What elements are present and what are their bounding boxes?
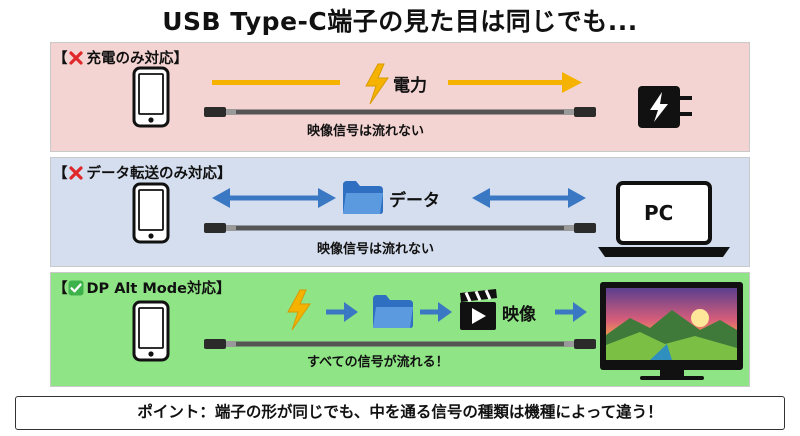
- signal-label-video: 映像: [502, 305, 536, 325]
- folder-icon: [373, 295, 413, 328]
- x-mark-icon: [68, 166, 83, 180]
- panel-label-data-only: 【データ転送のみ対応】: [53, 166, 232, 182]
- flow-arrow-2: [420, 302, 452, 322]
- flow-arrow-1: [326, 302, 358, 322]
- clapperboard-icon: [460, 289, 497, 330]
- page-title: USB Type-C端子の見た目は同じでも...: [162, 7, 638, 36]
- signal-label-data: データ: [389, 191, 440, 211]
- monitor-icon: [600, 282, 743, 380]
- flow-arrow-3: [555, 302, 587, 322]
- usb-cable-icon: [204, 107, 596, 117]
- signal-label-power: 電力: [393, 76, 427, 96]
- x-mark-icon: [68, 51, 83, 65]
- usb-cable-icon: [204, 339, 596, 349]
- panel-charge-only: 【充電のみ対応】: [50, 42, 750, 152]
- lightning-icon: [365, 63, 389, 105]
- data-arrow-left: [212, 188, 336, 208]
- panel-label-dp-alt-mode: 【DP Alt Mode対応】: [53, 280, 231, 297]
- caption-charge-only: 映像信号は流れない: [307, 124, 425, 139]
- laptop-screen-text: PC: [644, 201, 674, 225]
- lightning-icon: [287, 289, 311, 331]
- panel-label-charge-only: 【充電のみ対応】: [53, 51, 188, 67]
- caption-data-only: 映像信号は流れない: [317, 242, 435, 257]
- data-arrow-right: [472, 188, 586, 208]
- smartphone-icon: [132, 66, 170, 128]
- power-arrow-left: [212, 80, 340, 85]
- charger-icon: [638, 86, 692, 128]
- check-mark-icon: [68, 280, 83, 296]
- power-arrow-right: [448, 72, 582, 93]
- smartphone-icon: [132, 300, 170, 362]
- folder-icon: [343, 181, 383, 214]
- laptop-icon: [598, 181, 730, 257]
- smartphone-icon: [132, 182, 170, 244]
- usb-cable-icon: [204, 223, 596, 233]
- key-point-note: ポイント：端子の形が同じでも、中を通る信号の種類は機種によって違う！: [15, 396, 785, 430]
- caption-dp-alt-mode: すべての信号が流れる！: [307, 355, 449, 370]
